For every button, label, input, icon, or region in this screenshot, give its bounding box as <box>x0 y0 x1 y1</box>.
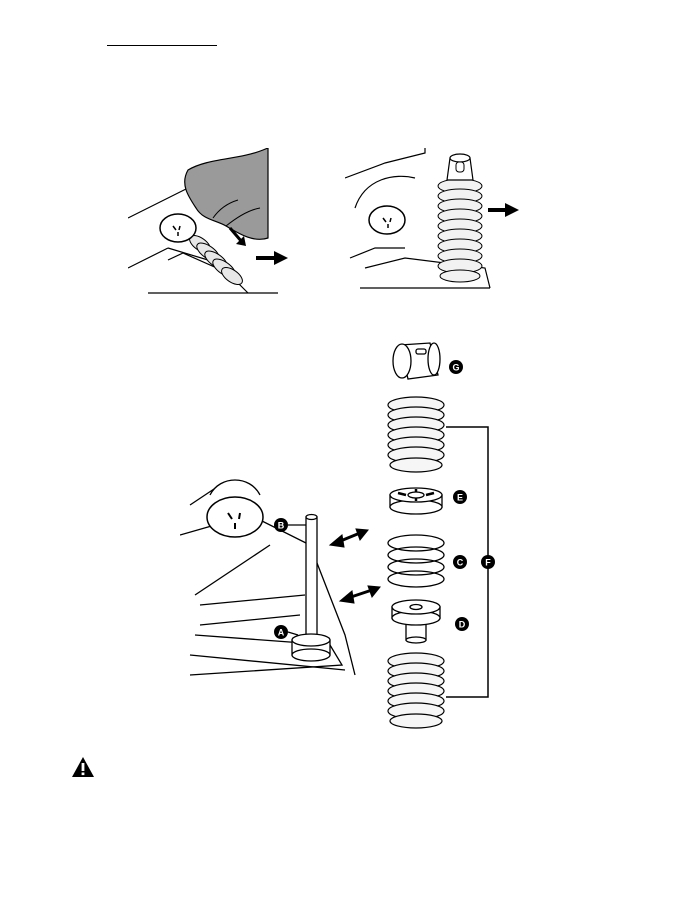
svg-text:C: C <box>457 558 464 568</box>
part-c-spring <box>388 535 444 587</box>
illustration-spring-pulled-out <box>345 148 525 298</box>
header-rule <box>107 45 217 46</box>
svg-text:G: G <box>452 363 459 373</box>
part-d-bushing <box>392 600 440 643</box>
double-arrow-icon <box>340 586 380 603</box>
svg-text:D: D <box>459 620 466 630</box>
svg-text:F: F <box>485 558 491 568</box>
part-g-cap <box>393 343 440 379</box>
double-arrow-icon <box>330 529 368 547</box>
svg-text:E: E <box>457 493 463 503</box>
illustration-exploded-spring-assembly: B A G E <box>180 335 510 735</box>
illustration-hand-removing-spring <box>128 148 293 300</box>
part-upper-spring <box>388 397 444 472</box>
part-lower-spring <box>388 653 444 728</box>
svg-text:A: A <box>278 628 285 638</box>
svg-text:B: B <box>278 521 285 531</box>
part-e-disc <box>390 488 442 514</box>
warning-triangle-icon <box>71 756 95 778</box>
